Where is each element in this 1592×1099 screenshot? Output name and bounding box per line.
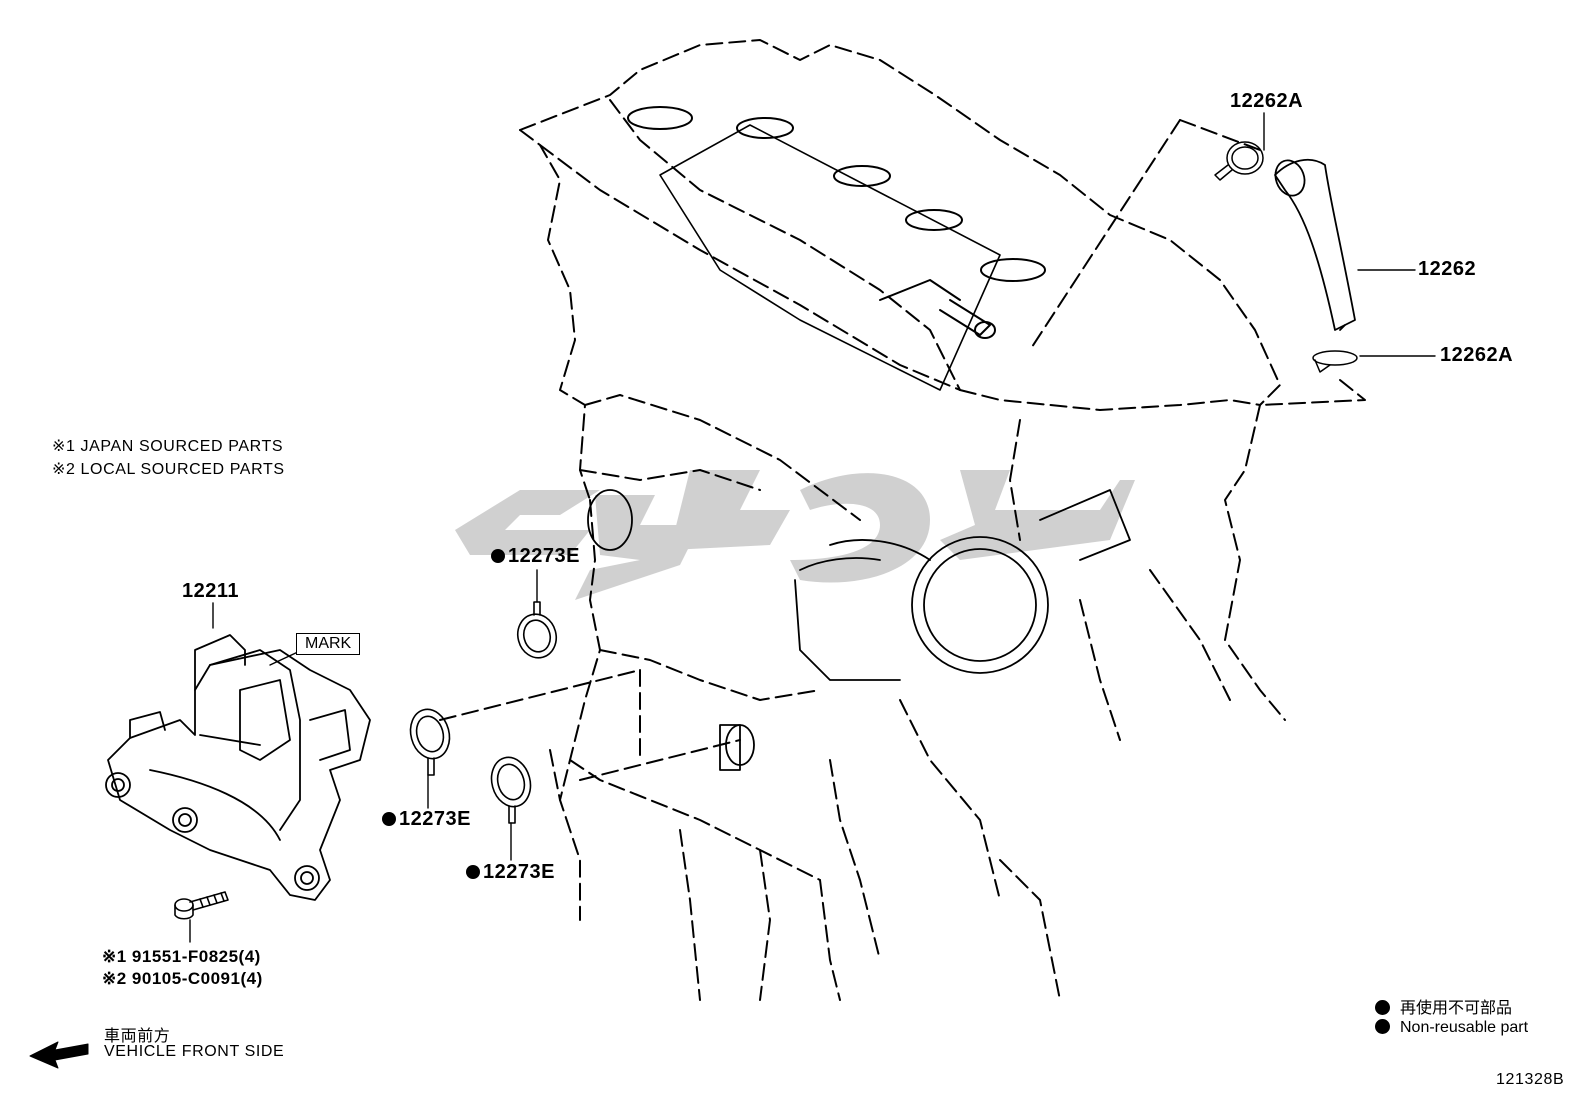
label-bolt-local[interactable]: ※2 90105-C0091(4)	[102, 969, 263, 988]
label-12273E-a[interactable]: 12273E	[491, 545, 580, 568]
label-12262A-top[interactable]: 12262A	[1230, 90, 1304, 112]
label-12273E-c[interactable]: 12273E	[466, 861, 555, 884]
leader-lines	[189, 112, 1436, 943]
non-reusable-dot-icon	[466, 865, 480, 879]
clip-12262A-bottom	[1312, 350, 1358, 373]
label-12211[interactable]: 12211	[182, 580, 240, 602]
label-12273E-b[interactable]: 12273E	[382, 808, 471, 831]
note-japan-sourced: ※1 JAPAN SOURCED PARTS	[52, 438, 284, 455]
label-12262[interactable]: 12262	[1418, 258, 1477, 280]
hose-12262	[1274, 158, 1356, 331]
non-reusable-dot-icon	[491, 549, 505, 563]
front-arrow-icon	[29, 1041, 89, 1069]
oil-filter-housing	[587, 489, 1131, 771]
direction-japanese: 車両前方	[104, 1028, 171, 1045]
direction-english: VEHICLE FRONT SIDE	[104, 1043, 285, 1060]
label-bolt-japan[interactable]: ※1 91551-F0825(4)	[102, 947, 261, 966]
note-local-sourced: ※2 LOCAL SOURCED PARTS	[52, 461, 285, 478]
gasket-12273E-a	[516, 601, 558, 659]
diagram-id: 121328B	[1496, 1071, 1565, 1088]
legend-japanese: 再使用不可部品	[1375, 994, 1512, 1018]
label-12262A-bottom[interactable]: 12262A	[1440, 344, 1514, 366]
cam-cover	[627, 106, 1046, 391]
mark-label: MARK	[296, 633, 361, 655]
clip-12262A-top	[1214, 141, 1264, 181]
gasket-12273E-c	[490, 756, 532, 824]
legend-english: Non-reusable part	[1375, 1019, 1528, 1037]
gasket-12273E-b	[409, 708, 451, 776]
non-reusable-dot-icon	[382, 812, 396, 826]
non-reusable-dot-icon	[1375, 1000, 1390, 1015]
engine-outline	[439, 39, 1366, 1001]
bolt	[174, 891, 229, 920]
non-reusable-dot-icon	[1375, 1019, 1390, 1034]
vacuum-pump-12211	[105, 634, 371, 901]
